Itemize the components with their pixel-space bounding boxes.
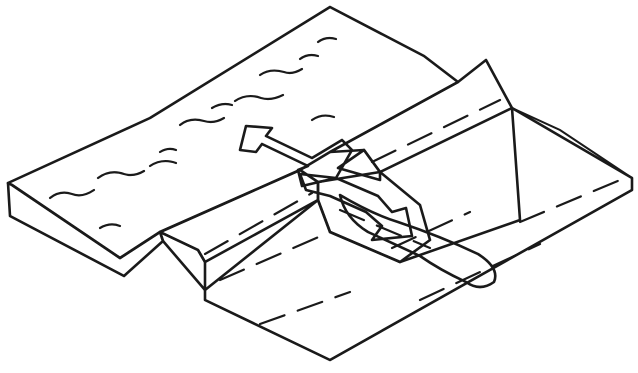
levee-right-segment: [330, 60, 512, 180]
levee-left-segment: [160, 170, 318, 295]
breach-channel: [318, 172, 495, 287]
breach-water-stream: [340, 195, 495, 287]
water-front-face: [8, 183, 163, 276]
water-body: [8, 7, 458, 276]
dry-land: [205, 108, 632, 360]
water-waves: [50, 38, 336, 228]
